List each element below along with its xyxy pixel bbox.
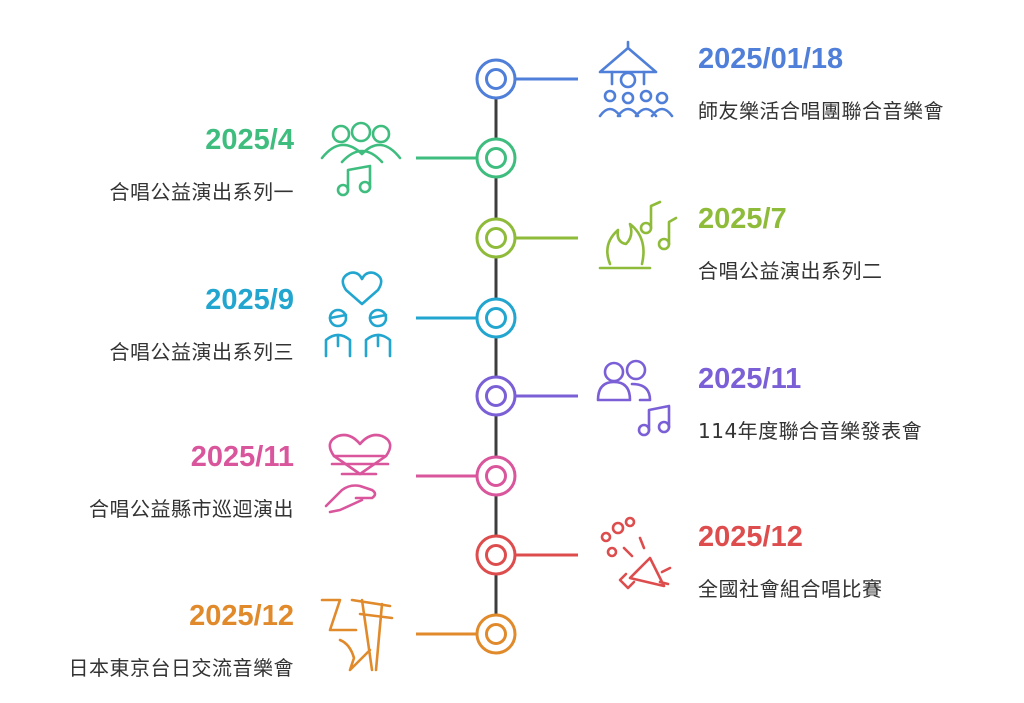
- event-4-label: 2025/9 合唱公益演出系列三: [110, 283, 295, 365]
- timeline-node-4: [475, 297, 517, 339]
- event-3-date: 2025/7: [698, 203, 787, 235]
- event-7-date: 2025/12: [698, 521, 803, 553]
- event-2-description: 合唱公益演出系列一: [109, 180, 294, 204]
- timeline-node-2: [475, 137, 517, 179]
- event-1-label: 2025/01/18 師友樂活合唱團聯合音樂會: [698, 42, 944, 124]
- timeline-node-3: [475, 217, 517, 259]
- event-5-description: 114年度聯合音樂發表會: [698, 419, 923, 443]
- choir-icon: [598, 40, 674, 118]
- event-7-description: 全國社會組合唱比賽: [698, 577, 883, 601]
- event-8-description: 日本東京台日交流音樂會: [68, 656, 294, 680]
- torii-landmark-icon: [320, 598, 394, 672]
- timeline-node-6: [475, 455, 517, 497]
- event-1-date: 2025/01/18: [698, 43, 844, 75]
- event-3-description: 合唱公益演出系列二: [698, 259, 883, 283]
- heart-in-hand-icon: [324, 433, 392, 514]
- event-8-date: 2025/12: [189, 600, 294, 632]
- event-8-label: 2025/12 日本東京台日交流音樂會: [69, 599, 295, 681]
- timeline-node-5: [475, 375, 517, 417]
- timeline-node-8: [475, 613, 517, 655]
- event-5-date: 2025/11: [698, 363, 802, 395]
- event-6-label: 2025/11 合唱公益縣市巡迴演出: [89, 440, 294, 522]
- event-2-date: 2025/4: [205, 124, 294, 156]
- event-4-description: 合唱公益演出系列三: [109, 340, 294, 364]
- group-music-note-icon: [320, 121, 402, 197]
- event-1-description: 師友樂活合唱團聯合音樂會: [698, 99, 944, 123]
- timeline-node-1: [475, 58, 517, 100]
- event-6-date: 2025/11: [190, 441, 294, 473]
- event-2-label: 2025/4 合唱公益演出系列一: [110, 123, 295, 205]
- timeline-node-7: [475, 534, 517, 576]
- event-4-date: 2025/9: [205, 284, 294, 316]
- event-7-label: 2025/12 全國社會組合唱比賽: [698, 520, 883, 602]
- timeline-nodes: [475, 58, 517, 655]
- flame-music-notes-icon: [598, 200, 678, 270]
- heart-people-icon: [324, 271, 392, 358]
- event-5-label: 2025/11 114年度聯合音樂發表會: [698, 362, 922, 444]
- event-3-label: 2025/7 合唱公益演出系列二: [698, 202, 883, 284]
- people-music-note-icon: [596, 359, 671, 437]
- megaphone-icon: [600, 516, 672, 590]
- event-6-description: 合唱公益縣市巡迴演出: [89, 497, 294, 521]
